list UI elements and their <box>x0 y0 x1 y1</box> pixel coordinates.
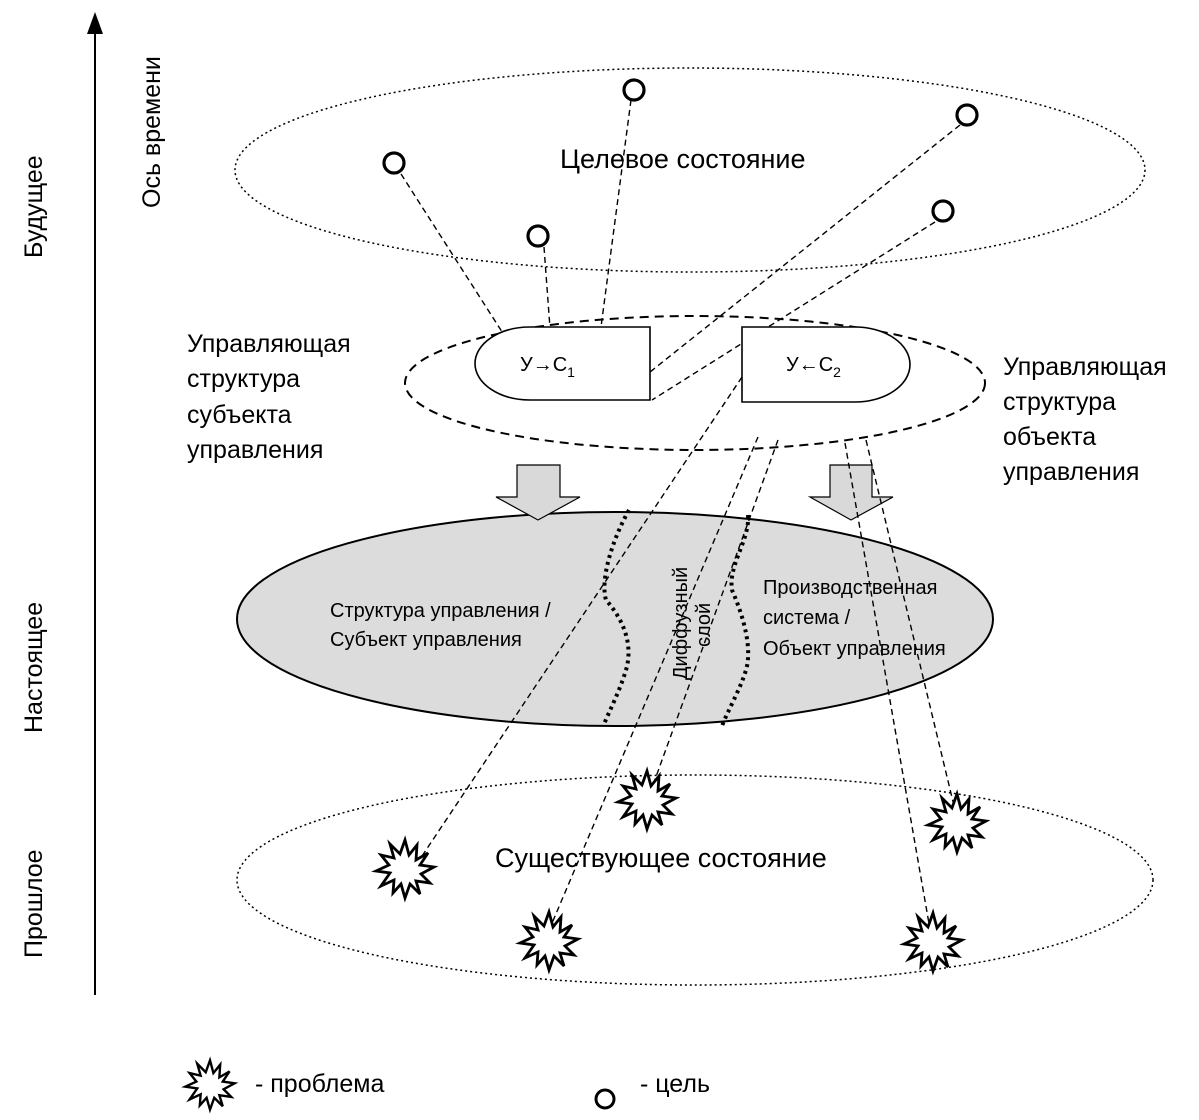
existing-state-label: Существующее состояние <box>495 843 827 873</box>
goal-icon <box>526 224 550 248</box>
management-subject-label: Структура управления / Субъект управлени… <box>330 600 556 651</box>
problem-icon <box>902 911 964 973</box>
target-state-label: Целевое состояние <box>560 144 805 174</box>
problem-icon <box>616 769 678 831</box>
legend-goal-label: - цель <box>640 1070 710 1098</box>
problem-icon <box>518 910 580 972</box>
axis-label-present: Настоящее <box>20 602 48 733</box>
block-left-subscript: 1 <box>567 364 575 380</box>
diffuse-boundary-left <box>602 509 631 725</box>
diffuse-boundary-right <box>720 514 751 727</box>
object-structure-label: Управляющая структура объекта управления <box>1003 353 1174 486</box>
time-axis <box>87 12 103 995</box>
goal-icon <box>382 151 406 175</box>
existing-state-ellipse <box>236 774 1154 986</box>
goal-icon <box>931 199 955 223</box>
goal-connector-lines <box>400 99 961 401</box>
target-state-ellipse <box>234 67 1146 273</box>
legend-goal-icon <box>594 1088 616 1110</box>
problem-connector-lines <box>415 376 956 936</box>
management-structure-ellipse <box>404 315 986 451</box>
axis-title: Ось времени <box>138 56 166 208</box>
svg-text:У→С1: У→С1 <box>520 354 575 380</box>
down-arrow-right <box>807 464 894 521</box>
control-block-right: У←С2 <box>741 326 911 403</box>
axis-label-future: Будущее <box>20 155 48 258</box>
problem-icon <box>374 838 436 900</box>
down-arrow-left <box>495 464 581 521</box>
legend: - проблема - цель <box>184 1059 710 1111</box>
problem-icon <box>926 792 988 854</box>
block-right-subscript: 2 <box>833 364 841 380</box>
goal-icon <box>955 103 979 127</box>
block-right-text: У←С <box>786 354 833 376</box>
block-left-text: У→С <box>520 354 567 376</box>
present-ellipse <box>236 511 994 727</box>
goal-markers <box>382 78 979 248</box>
subject-structure-label: Управляющая структура субъекта управлени… <box>187 330 358 464</box>
legend-problem-label: - проблема <box>255 1070 384 1098</box>
axis-label-past: Прошлое <box>20 849 48 958</box>
control-block-left: У→С1 <box>474 326 651 401</box>
svg-text:У←С2: У←С2 <box>786 354 841 380</box>
production-system-label: Производственная система / Объект управл… <box>763 577 946 660</box>
legend-problem-icon <box>184 1059 236 1111</box>
diffuse-layer-label: Диффузный слой <box>670 561 715 680</box>
goal-icon <box>622 78 646 102</box>
